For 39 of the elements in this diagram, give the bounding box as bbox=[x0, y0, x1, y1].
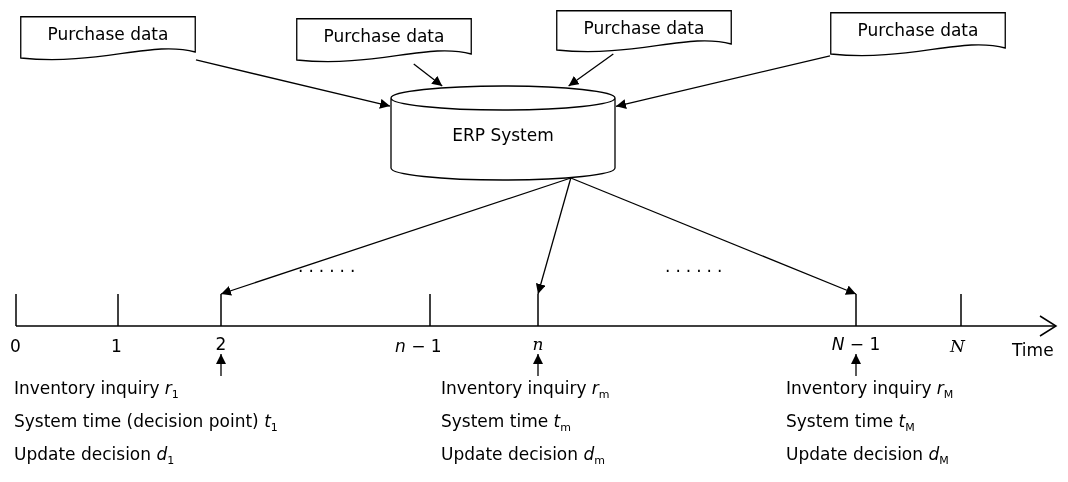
description-text: System time (decision point) t$_{1}$ bbox=[14, 411, 278, 435]
database-label: ERP System bbox=[451, 125, 555, 145]
arrow bbox=[216, 353, 226, 377]
arrow bbox=[567, 53, 614, 87]
tick-label: n bbox=[531, 334, 545, 354]
document-shape bbox=[556, 10, 732, 54]
arrow bbox=[533, 353, 543, 377]
description-text: System time t$_{m}$ bbox=[441, 411, 571, 435]
document-label: Purchase data bbox=[322, 26, 446, 46]
description-text: Inventory inquiry r$_{m}$ bbox=[441, 378, 610, 402]
tick-label: n − 1 bbox=[395, 336, 442, 356]
description-text: System time t$_{M}$ bbox=[786, 411, 915, 435]
description-text: Inventory inquiry r$_{M}$ bbox=[786, 378, 954, 402]
document-shape bbox=[296, 18, 472, 64]
document-shape bbox=[830, 12, 1006, 58]
description-text: Update decision d$_{M}$ bbox=[786, 444, 949, 468]
description-text: Inventory inquiry r$_{1}$ bbox=[14, 378, 179, 402]
arrow bbox=[851, 353, 861, 377]
arrow bbox=[535, 177, 572, 295]
tick-label: 1 bbox=[111, 336, 122, 356]
tick-label: 2 bbox=[214, 334, 228, 354]
tick-label: N bbox=[950, 336, 965, 356]
document-label: Purchase data bbox=[46, 24, 170, 44]
ellipsis: ...... bbox=[298, 256, 361, 276]
document-label: Purchase data bbox=[856, 20, 980, 40]
document-label: Purchase data bbox=[582, 18, 706, 38]
description-text: Update decision d$_{m}$ bbox=[441, 444, 605, 468]
tick-label: 0 bbox=[10, 336, 21, 356]
arrow bbox=[220, 177, 572, 296]
tick-label: N − 1 bbox=[830, 334, 882, 354]
axis-label: Time bbox=[1012, 340, 1054, 360]
arrow bbox=[570, 177, 857, 295]
ellipsis: ...... bbox=[665, 256, 728, 276]
database-cylinder bbox=[390, 86, 616, 180]
document-shape bbox=[20, 16, 196, 62]
arrow bbox=[195, 59, 391, 109]
arrow bbox=[413, 63, 443, 87]
description-text: Update decision d$_{1}$ bbox=[14, 444, 175, 468]
arrow bbox=[615, 55, 831, 109]
